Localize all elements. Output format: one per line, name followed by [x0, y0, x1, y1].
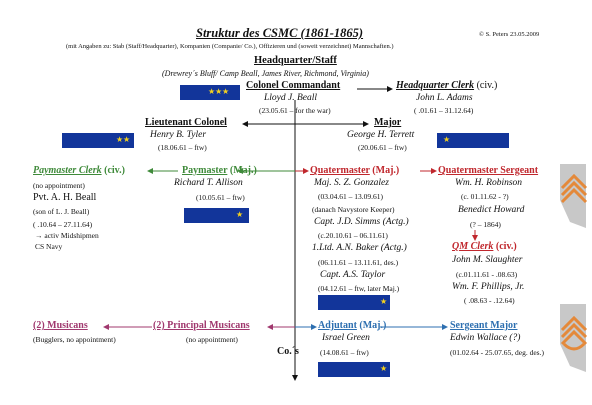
paymaster-clerk-heading: Paymaster Clerk (civ.)	[33, 165, 125, 176]
qm-sergeant-line: (? – 1864)	[470, 220, 501, 229]
paymaster-name: Richard T. Allison	[174, 178, 243, 188]
page-subtitle: (mit Angaben zu: Stab (Staff/Headquarter…	[66, 43, 394, 50]
copyright-note: © S. Peters 23.05.2009	[479, 31, 540, 38]
star-icon: ★	[380, 364, 388, 373]
adjutant-heading: Adjutant (Maj.)	[318, 320, 386, 331]
adjutant-dates: (14.08.61 – ftw)	[320, 348, 369, 357]
qm-clerk-line: Wm. F. Phillips, Jr.	[452, 282, 525, 292]
hq-clerk-name: John L. Adams	[416, 93, 473, 103]
hq-clerk-dates: ( .01.61 – 31.12.64)	[414, 106, 474, 115]
musicans-title-text: (2) Musicans	[33, 320, 88, 331]
quartermaster-line: 1.Ltd. A.N. Baker (Actg.)	[312, 243, 407, 253]
lt-colonel-dates: (18.06.61 – ftw)	[158, 143, 207, 152]
musicans-title: (2) Musicans	[33, 320, 88, 331]
sergeant-major-chevron-patch	[556, 300, 590, 375]
paymaster-title: Paymaster	[182, 165, 228, 176]
quartermaster-line: Maj. S. Z. Gonzalez	[314, 178, 389, 188]
paymaster-clerk-line: CS Navy	[35, 242, 63, 251]
hq-heading: Headquarter/Staff	[254, 55, 337, 66]
quartermaster-line: (c.20.10.61 – 06.11.61)	[318, 231, 388, 240]
hq-clerk-heading: Headquarter Clerk (civ.)	[396, 80, 497, 91]
star-icon: ★	[208, 87, 216, 96]
qm-clerk-line: (c.01.11.61 - .08.63)	[456, 270, 518, 279]
adjutant-name: Israel Green	[322, 333, 370, 343]
companies-label: Co.´s	[277, 346, 299, 357]
quartermaster-line: Capt. A.S. Taylor	[320, 270, 386, 280]
star-icon: ★	[215, 87, 223, 96]
quartermaster-line: (03.04.61 – 13.09.61)	[318, 192, 383, 201]
qm-sergeant-line: Wm. H. Robinson	[455, 178, 523, 188]
colonel-title: Colonel Commandant	[246, 80, 341, 91]
sergeant-major-title: Sergeant Major	[450, 320, 518, 331]
quartermaster-line: (06.11.61 – 13.11.61, des.)	[318, 258, 399, 267]
qm-sergeant-line: (c. 01.11.62 - ?)	[461, 192, 509, 201]
quartermaster-title: Quatermaster	[310, 165, 370, 176]
paymaster-clerk-rank: (civ.)	[104, 165, 125, 176]
adjutant-rank: (Maj.)	[359, 320, 387, 331]
star-icon: ★	[236, 210, 244, 219]
paymaster-clerk-line: ( .10.64 – 27.11.64)	[33, 220, 93, 229]
hq-locations: (Drewrey´s Bluff/ Camp Beall, James Rive…	[162, 69, 369, 78]
star-icon: ★	[443, 135, 451, 144]
chevron-patch-icon	[560, 304, 588, 372]
colonel-name: Lloyd J. Beall	[264, 93, 318, 103]
major-title: Major	[374, 117, 402, 128]
qm-clerk-rank: (civ.)	[495, 241, 517, 252]
qm-sergeant-line: Benedict Howard	[458, 205, 525, 215]
page-title: Struktur des CSMC (1861-1865)	[196, 26, 364, 40]
sergeant-major-dates: (01.02.64 - 25.07.65, deg. des.)	[450, 348, 544, 357]
hq-clerk-rank: (civ.)	[476, 80, 498, 91]
paymaster-heading: Paymaster (Maj.)	[182, 165, 257, 176]
sergeant-major-name: Edwin Wallace (?)	[450, 333, 521, 343]
qm-clerk-title: QM Clerk	[452, 241, 494, 252]
musicans-note: (Bugglers, no appointment)	[33, 335, 116, 344]
principal-musicans-note: (no appointment)	[186, 335, 238, 344]
paymaster-rank: (Maj.)	[229, 165, 257, 176]
quartermaster-line: Capt. J.D. Simms (Actg.)	[314, 217, 409, 227]
lt-colonel-shoulder-strap: ★ ★	[62, 133, 134, 148]
principal-musicans-title: (2) Principal Musicans	[153, 320, 250, 331]
qm-sergeant-chevron-patch	[556, 160, 590, 230]
adjutant-shoulder-strap: ★	[318, 362, 390, 377]
paymaster-clerk-line: → activ Midshipmen	[35, 231, 99, 240]
paymaster-clerk-line: (no appointment)	[33, 181, 85, 190]
major-name: George H. Terrett	[347, 130, 415, 140]
star-icon: ★	[380, 297, 388, 306]
major-shoulder-strap: ★	[437, 133, 509, 148]
paymaster-shoulder-strap: ★	[184, 208, 249, 223]
star-icon: ★	[123, 135, 131, 144]
qm-clerk-line: ( .08.63 - .12.64)	[464, 296, 515, 305]
chevron-patch-icon	[560, 164, 588, 228]
paymaster-dates: (10.05.61 – ftw)	[196, 193, 245, 202]
quartermaster-shoulder-strap: ★	[318, 295, 390, 310]
qm-clerk-heading: QM Clerk (civ.)	[452, 241, 517, 252]
principal-musicans-title-text: (2) Principal Musicans	[153, 320, 250, 331]
lt-colonel-name: Henry B. Tyler	[150, 130, 207, 140]
paymaster-clerk-title: Paymaster Clerk	[33, 165, 102, 176]
major-dates: (20.06.61 – ftw)	[358, 143, 407, 152]
quartermaster-rank: (Maj.)	[372, 165, 400, 176]
quartermaster-line: (danach Navystore Keeper)	[312, 205, 395, 214]
adjutant-title: Adjutant	[318, 320, 357, 331]
paymaster-clerk-line: Pvt. A. H. Beall	[33, 192, 97, 203]
quartermaster-line: (04.12.61 – ftw, later Maj.)	[318, 284, 400, 293]
paymaster-clerk-line: (son of L. J. Beall)	[33, 207, 90, 216]
qm-sergeant-title: Quatermaster Sergeant	[438, 165, 539, 176]
colonel-shoulder-strap: ★ ★ ★	[180, 85, 240, 100]
colonel-dates: (23.05.61 – for the war)	[259, 106, 331, 115]
star-icon: ★	[222, 87, 230, 96]
quartermaster-heading: Quatermaster (Maj.)	[310, 165, 399, 176]
lt-colonel-title: Lieutenant Colonel	[145, 117, 227, 128]
hq-clerk-title: Headquarter Clerk	[396, 80, 475, 91]
star-icon: ★	[116, 135, 124, 144]
qm-clerk-line: John M. Slaughter	[452, 255, 523, 265]
